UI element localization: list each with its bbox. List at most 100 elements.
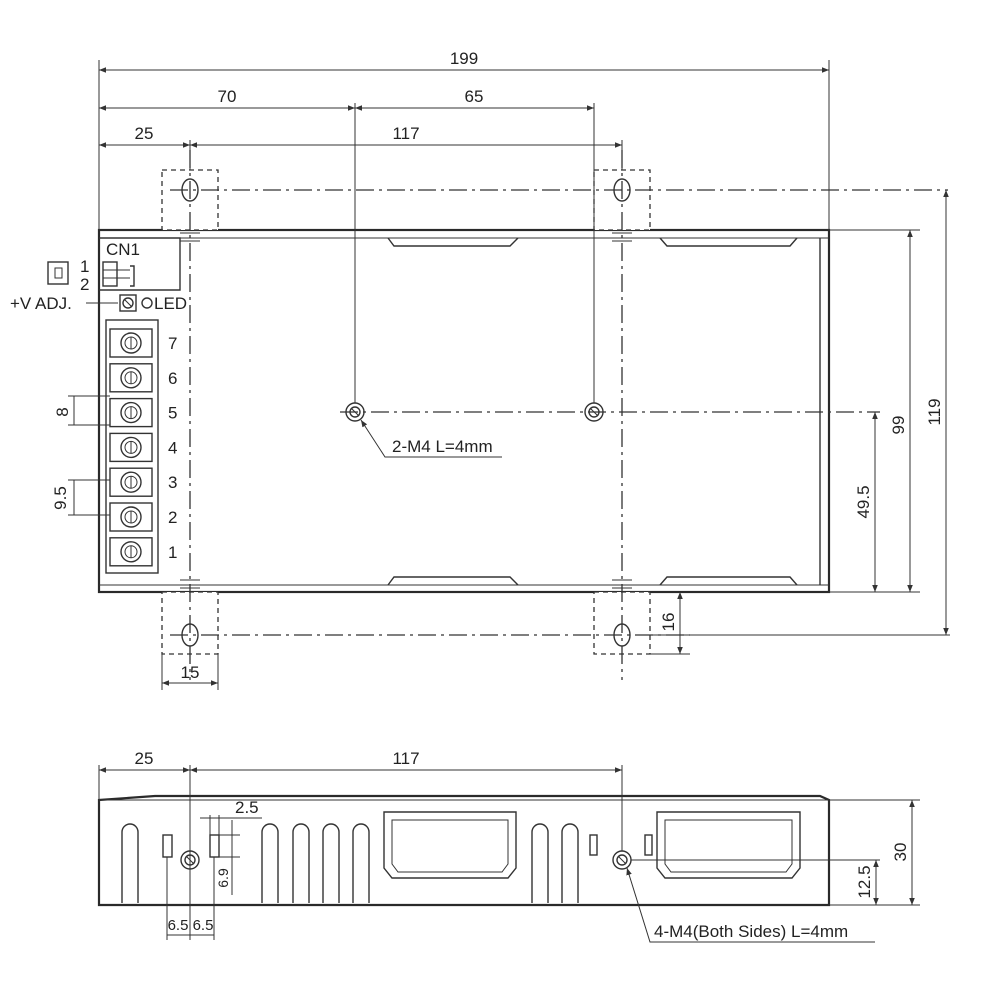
side-vent-slot xyxy=(352,823,370,903)
dim-99: 99 xyxy=(889,230,913,592)
terminal-6: 6 xyxy=(109,363,177,393)
side-window-2 xyxy=(656,811,801,879)
dim-terminal-pitch-a: 8 xyxy=(53,395,110,426)
svg-text:6.9: 6.9 xyxy=(215,868,231,888)
side-vent-slot xyxy=(531,823,549,903)
bottom-vent-1 xyxy=(387,576,519,586)
side-small-slot-1 xyxy=(162,834,173,858)
cn1-label: CN1 xyxy=(106,240,140,259)
terminal-7: 7 xyxy=(109,328,177,358)
terminal-screw-icon xyxy=(120,332,142,354)
dim-16: 16 xyxy=(659,592,683,654)
leader-4-m4 xyxy=(626,867,875,943)
svg-text:9.5: 9.5 xyxy=(51,486,70,510)
svg-text:25: 25 xyxy=(135,749,154,768)
terminal-1: 1 xyxy=(109,537,177,567)
dim-117-top: 117 xyxy=(190,124,622,148)
bottom-vent-2 xyxy=(659,576,798,586)
dim-117-side: 117 xyxy=(190,749,622,773)
svg-text:65: 65 xyxy=(465,87,484,106)
svg-text:117: 117 xyxy=(392,124,419,143)
terminal-number: 5 xyxy=(168,404,177,423)
side-mount-hole-right xyxy=(612,850,632,870)
cn1-plug-pin xyxy=(54,267,63,279)
svg-text:16: 16 xyxy=(659,613,678,632)
terminal-number: 7 xyxy=(168,334,177,353)
svg-text:199: 199 xyxy=(450,49,478,68)
side-vent-slot xyxy=(322,823,340,903)
side-window-1 xyxy=(383,811,517,879)
cn1-plug-icon xyxy=(47,261,69,285)
cn1-pin-2: 2 xyxy=(80,275,89,294)
svg-text:25: 25 xyxy=(135,124,154,143)
leader-2-m4 xyxy=(360,419,502,458)
side-small-slot-3 xyxy=(589,834,598,856)
terminal-screw-icon xyxy=(120,471,142,493)
dim-2-5: 2.5 xyxy=(200,798,262,835)
cn1-header xyxy=(102,261,118,287)
svg-text:49.5: 49.5 xyxy=(854,485,873,518)
side-vent-slot xyxy=(292,823,310,903)
cn1-connector: CN1 1 2 xyxy=(47,237,181,294)
side-view: 25 117 2.5 6.9 6.5 6.5 xyxy=(97,749,920,943)
side-vent-slots xyxy=(121,823,579,903)
svg-text:119: 119 xyxy=(925,398,944,425)
vadj-label: +V ADJ. xyxy=(10,294,72,313)
terminal-number: 4 xyxy=(168,438,177,457)
dim-49-5: 49.5 xyxy=(854,412,878,592)
terminal-screw-icon xyxy=(120,436,142,459)
terminal-screw-icon xyxy=(120,401,142,424)
top-vent-1 xyxy=(387,237,519,247)
terminal-number: 6 xyxy=(168,369,177,388)
led-icon xyxy=(141,297,153,309)
terminal-number: 1 xyxy=(168,543,177,562)
svg-text:6.5: 6.5 xyxy=(168,917,189,934)
svg-text:6.5: 6.5 xyxy=(193,917,214,934)
terminal-2: 2 xyxy=(109,502,177,532)
side-small-slot-4 xyxy=(644,834,653,856)
cn1-bracket xyxy=(130,265,135,287)
terminal-3: 3 xyxy=(109,467,177,497)
svg-text:2.5: 2.5 xyxy=(235,798,259,817)
dim-terminal-pitch-b: 9.5 xyxy=(51,479,110,516)
svg-text:8: 8 xyxy=(53,407,72,416)
terminal-block: 7 6 5 4 3 2 1 xyxy=(105,319,177,574)
dim-12-5: 12.5 xyxy=(855,860,879,905)
svg-text:12.5: 12.5 xyxy=(855,865,874,898)
svg-text:70: 70 xyxy=(218,87,237,106)
dim-199: 199 xyxy=(99,49,829,73)
vadj-potentiometer-icon xyxy=(119,294,137,312)
note-2-m4: 2-M4 L=4mm xyxy=(392,437,493,456)
dim-25-top: 25 xyxy=(99,124,190,148)
terminal-5: 5 xyxy=(109,397,177,428)
terminal-screw-icon xyxy=(120,506,142,528)
top-body-outline xyxy=(97,228,831,594)
terminal-number: 3 xyxy=(168,473,177,492)
dim-25-side: 25 xyxy=(99,749,190,773)
dim-6-5-pair: 6.5 6.5 xyxy=(166,857,215,940)
top-vent-2 xyxy=(659,237,798,247)
cn1-pin-1: 1 xyxy=(80,257,89,276)
dim-6-9: 6.9 xyxy=(215,820,240,895)
side-vent-slot xyxy=(561,823,579,903)
svg-text:99: 99 xyxy=(889,416,908,435)
terminal-screw-icon xyxy=(120,367,142,389)
dim-15: 15 xyxy=(161,654,219,690)
dim-30: 30 xyxy=(891,800,915,905)
terminal-screw-icon xyxy=(120,541,142,563)
dim-119: 119 xyxy=(925,190,949,635)
side-vent-slot xyxy=(121,823,139,903)
svg-text:30: 30 xyxy=(891,843,910,862)
led-label: LED xyxy=(154,294,187,313)
side-small-slot-2 xyxy=(209,834,220,858)
dim-65: 65 xyxy=(355,87,594,111)
svg-text:15: 15 xyxy=(181,663,200,682)
terminal-number: 2 xyxy=(168,508,177,527)
terminal-4: 4 xyxy=(109,432,177,463)
dim-70: 70 xyxy=(99,87,355,111)
note-4-m4: 4-M4(Both Sides) L=4mm xyxy=(654,922,848,941)
svg-text:117: 117 xyxy=(392,749,419,768)
side-vent-slot xyxy=(261,823,279,903)
